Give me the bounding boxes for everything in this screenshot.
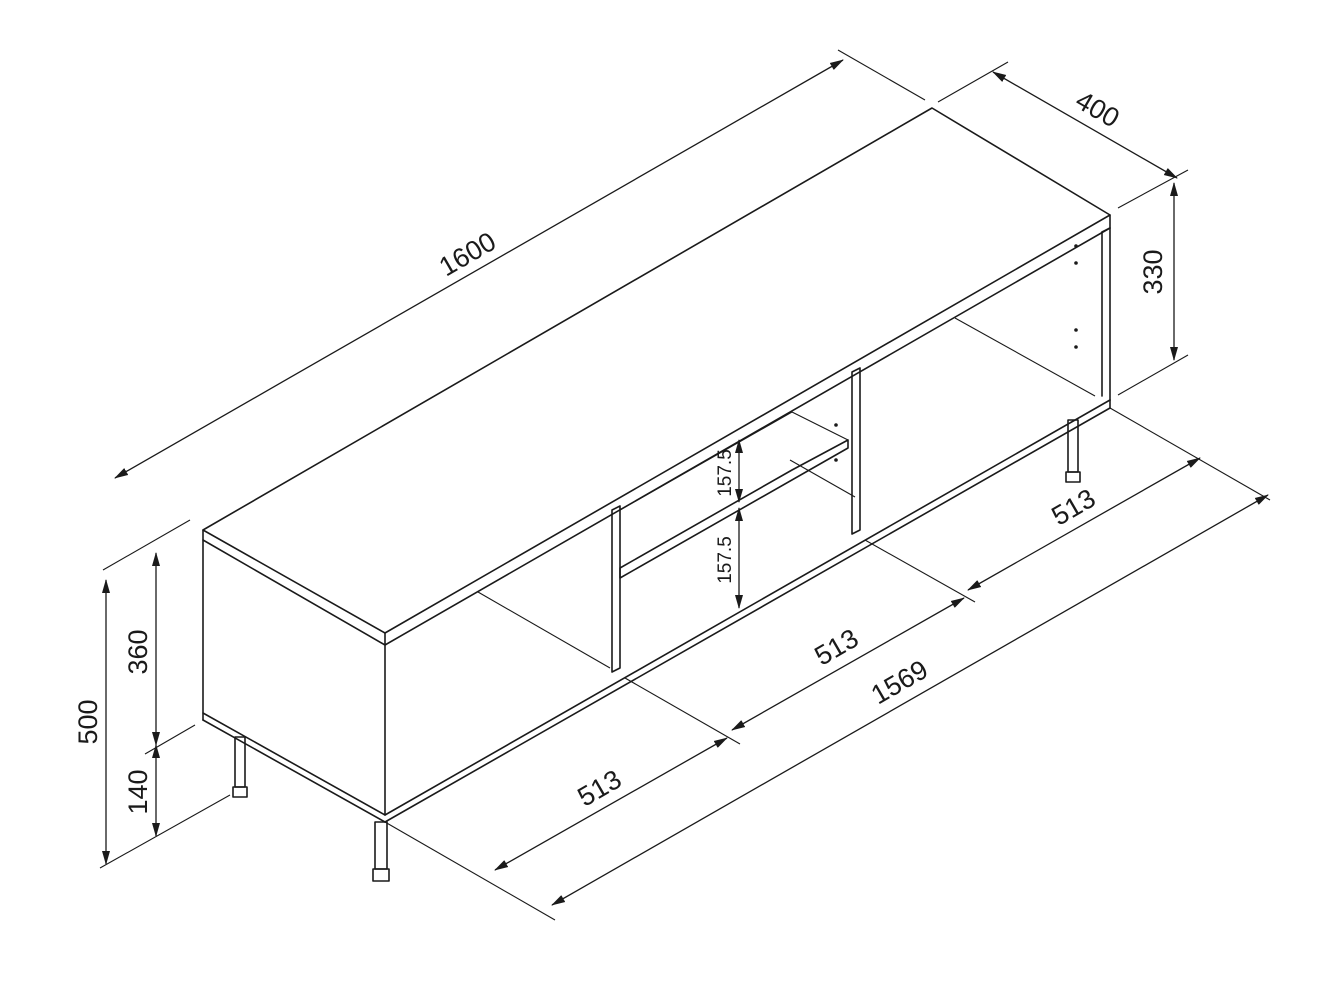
bottom-panel-front-edge <box>384 399 1111 816</box>
back-floor-line-left <box>477 591 611 669</box>
dim-line-compartment-right <box>967 457 1201 591</box>
label-total-height: 500 <box>73 699 103 744</box>
dim-line-depth <box>992 71 1178 179</box>
dim-line-compartment-left <box>494 737 728 871</box>
left-panel-bottom-edge <box>202 719 386 823</box>
label-body-height: 360 <box>123 629 153 674</box>
pin-hole <box>1074 244 1078 248</box>
label-shelf-lower: 157.5 <box>715 536 736 584</box>
right-panel-back-top <box>1101 227 1111 233</box>
pin-hole <box>834 458 838 462</box>
label-compartment-middle: 513 <box>809 623 863 672</box>
pin-hole <box>1074 328 1078 332</box>
leg-front-left <box>372 821 390 882</box>
top-panel-front-edge <box>384 214 1111 646</box>
bottom-panel-lower-edge <box>384 407 1111 823</box>
middle-shelf-back <box>791 411 849 441</box>
top-panel <box>202 107 1111 634</box>
label-overall-length: 1600 <box>434 226 501 282</box>
label-leg-span: 1569 <box>866 654 933 710</box>
dimension-labels: 1600 400 330 500 360 140 157.5 157.5 513… <box>73 85 1168 815</box>
label-compartment-right: 513 <box>1046 483 1100 532</box>
dim-line-overall-length <box>114 59 844 479</box>
cabinet-body <box>202 107 1111 823</box>
label-compartment-left: 513 <box>572 764 626 813</box>
leg-back-left <box>232 736 248 798</box>
pin-hole <box>1074 261 1078 265</box>
dimension-lines <box>102 59 1269 906</box>
dim-line-leg-span <box>551 494 1269 906</box>
divider-panel-right <box>851 367 861 535</box>
divider-panel-left <box>611 505 621 673</box>
label-leg-height: 140 <box>123 769 153 814</box>
pin-hole <box>1074 345 1078 349</box>
back-floor-line-right <box>954 317 1096 397</box>
extension-lines <box>99 49 1271 921</box>
label-shelf-upper: 157.5 <box>715 449 736 497</box>
pin-hole <box>834 423 838 427</box>
label-depth: 400 <box>1070 85 1124 134</box>
label-inner-height: 330 <box>1138 249 1168 294</box>
dim-line-compartment-middle <box>731 597 965 731</box>
